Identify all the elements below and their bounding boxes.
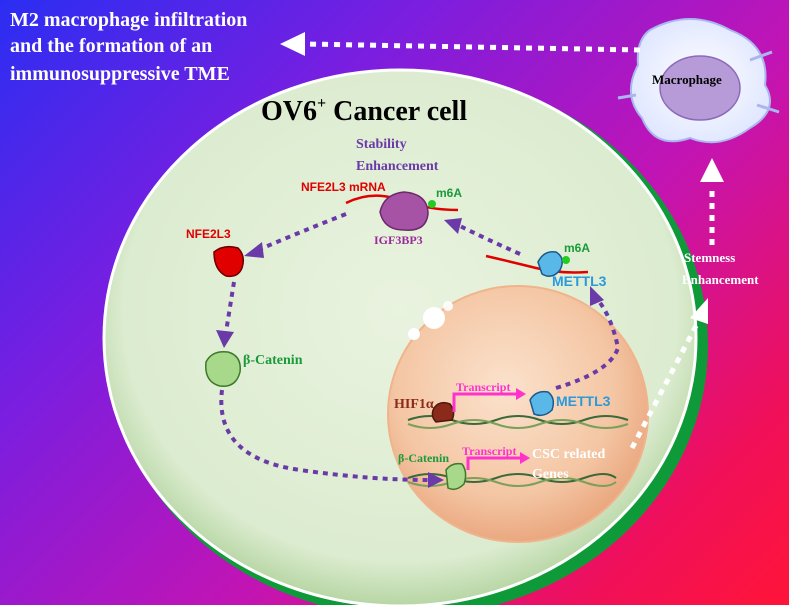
vesicle-tiny [443,301,453,311]
arrow-mettl3-nuc-to-cyto [555,286,621,390]
beta-catenin-cyto-protein [205,350,241,387]
beta-catenin-cyto-label: β-Catenin [243,353,303,368]
hif1a-label: HIF1α [394,397,434,412]
nfe2l3-mrna-label: NFE2L3 mRNA [301,180,386,194]
arrow-nucleus-to-stemness [629,298,708,450]
cell-title-main: OV6 [261,96,317,127]
arrow-nfe2l3-to-betacatenin [216,281,236,348]
macrophage-label: Macrophage [652,72,722,87]
m2-text-line3: immunosuppressive TME [10,63,230,85]
arrow-stemness-to-macrophage [700,158,724,245]
arrow-igf2bp3-to-nfe2l3 [244,212,347,258]
transcript-2-label: Transcript [462,444,516,458]
vesicle-large [423,307,445,329]
m2-text-line1: M2 macrophage infiltration [10,9,247,31]
csc-line2: Genes [532,467,569,482]
transcript-arrow-2 [466,452,530,470]
igf2bp3-label: IGF3BP3 [374,233,423,247]
stability-line2: Enhancement [356,159,439,174]
stemness-line2: Enhancement [682,272,759,287]
m6a-dot-right [562,256,570,264]
hif1a-protein [431,401,455,423]
stability-line1: Stability [356,137,407,152]
transcript-1-label: Transcript [456,380,510,394]
stemness-line1: Stemness [684,250,735,265]
m6a-top-label: m6A [436,186,462,200]
cell-title: OV6+ Cancer cell [261,95,467,127]
mettl3-nuc-label: METTL3 [556,393,611,409]
vesicle-small [408,328,420,340]
cell-title-rest: Cancer cell [326,96,467,127]
m6a-right-label: m6A [564,241,590,255]
nfe2l3-protein [213,245,245,278]
m6a-dot-top [428,200,436,208]
macrophage [617,18,780,144]
mettl3-nuc-protein [529,390,555,417]
macrophage-nucleus [659,55,741,121]
arrow-mettl3-to-igf2bp3 [444,218,521,256]
beta-catenin-nuc-protein [445,462,467,491]
csc-line1: CSC related [532,447,605,462]
igf2bp3-protein [379,191,436,231]
transcript-arrow-1 [452,388,526,412]
nucleus [387,285,649,543]
arrow-betacatenin-to-nucleus [219,389,444,488]
m2-text-line2: and the formation of an [10,35,212,57]
beta-catenin-nuc-label: β-Catenin [398,451,449,465]
cell-title-sup: + [317,95,326,112]
mettl3-mrna [485,250,589,277]
nfe2l3-label: NFE2L3 [186,227,231,241]
mettl3-cyto-label: METTL3 [552,273,607,289]
arrow-macrophage-to-m2 [280,32,641,56]
